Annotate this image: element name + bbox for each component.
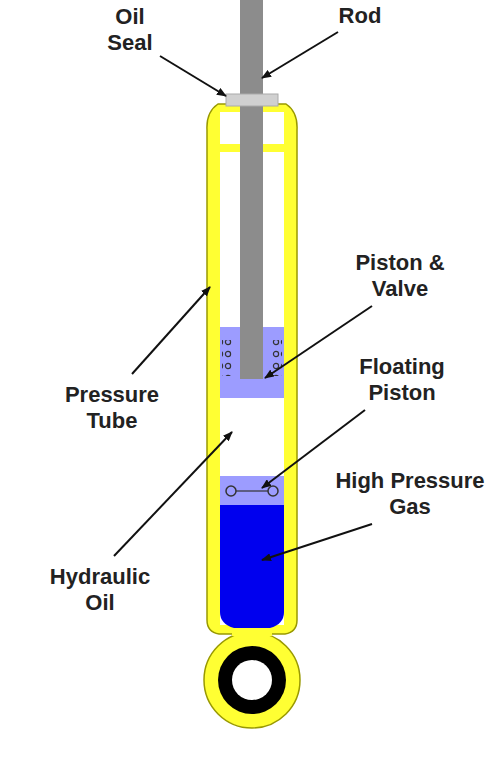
pressure-tube-label: Pressure Tube xyxy=(56,382,168,434)
piston-valve-label: Piston & Valve xyxy=(350,250,450,302)
leader-lines xyxy=(114,32,372,560)
rod-label: Rod xyxy=(320,3,400,29)
floating-piston-label: Floating Piston xyxy=(346,354,458,406)
piston-rod xyxy=(240,0,263,380)
piston xyxy=(220,327,284,398)
hydraulic-oil-label: Hydraulic Oil xyxy=(38,564,162,616)
hydraulic-oil xyxy=(220,398,284,476)
floating-piston xyxy=(220,476,284,505)
oil-seal-label: Oil Seal xyxy=(99,4,161,56)
mounting-eye xyxy=(204,632,300,728)
gas-label: High Pressure Gas xyxy=(324,468,496,520)
high-pressure-gas xyxy=(220,505,284,628)
oil-seal xyxy=(226,94,278,106)
